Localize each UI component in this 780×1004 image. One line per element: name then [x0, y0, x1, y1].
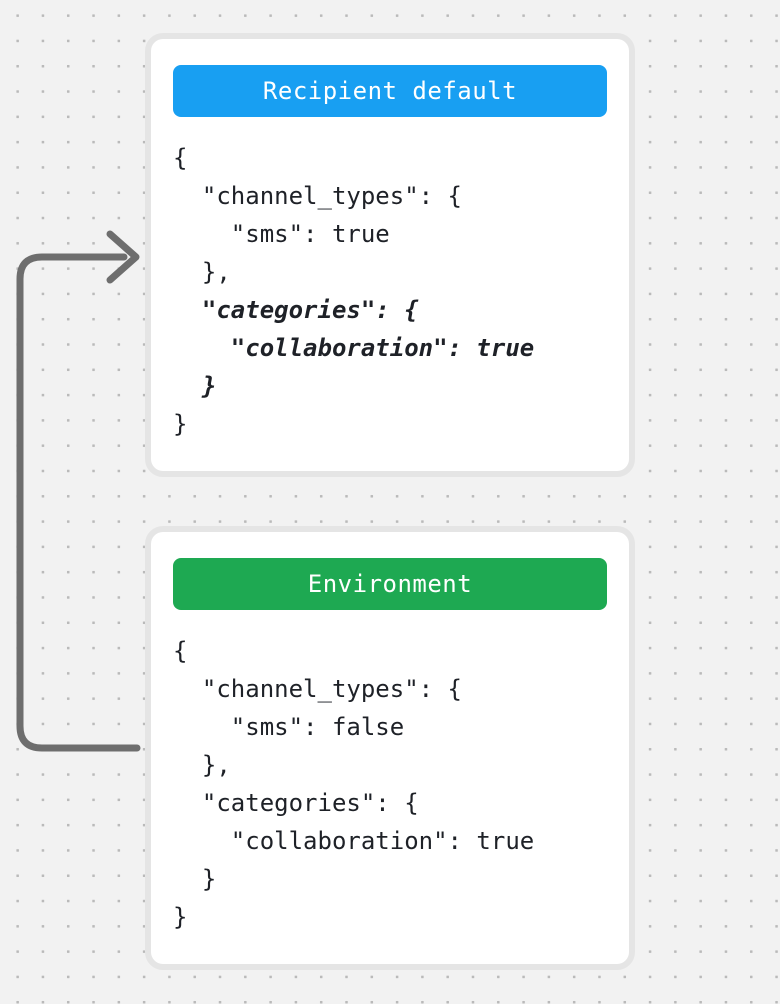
code-line: "sms": false: [173, 713, 405, 741]
code-line: }: [173, 903, 188, 931]
code-line: }: [173, 410, 188, 438]
card-recipient-default: Recipient default { "channel_types": { "…: [145, 33, 635, 477]
code-line: "categories": {: [173, 296, 419, 324]
code-line: "collaboration": true: [173, 827, 535, 855]
code-line: },: [173, 751, 231, 779]
code-line: "sms": true: [173, 220, 390, 248]
code-line: },: [173, 258, 231, 286]
code-line: }: [173, 372, 217, 400]
environment-json-code-block: { "channel_types": { "sms": false }, "ca…: [173, 632, 607, 936]
flow-arrow-head: [106, 230, 140, 284]
code-line: }: [173, 865, 217, 893]
code-line: {: [173, 144, 188, 172]
code-line: "channel_types": {: [173, 182, 462, 210]
card-environment: Environment { "channel_types": { "sms": …: [145, 526, 635, 970]
environment-header-badge: Environment: [173, 558, 607, 610]
flow-arrow: [16, 230, 141, 752]
code-line: "categories": {: [173, 789, 419, 817]
recipient-default-json-code-block: { "channel_types": { "sms": true }, "cat…: [173, 139, 607, 443]
code-line: "channel_types": {: [173, 675, 462, 703]
flow-arrow-line: [16, 253, 141, 752]
code-line: "collaboration": true: [173, 334, 535, 362]
recipient-default-header-badge: Recipient default: [173, 65, 607, 117]
code-line: {: [173, 637, 188, 665]
